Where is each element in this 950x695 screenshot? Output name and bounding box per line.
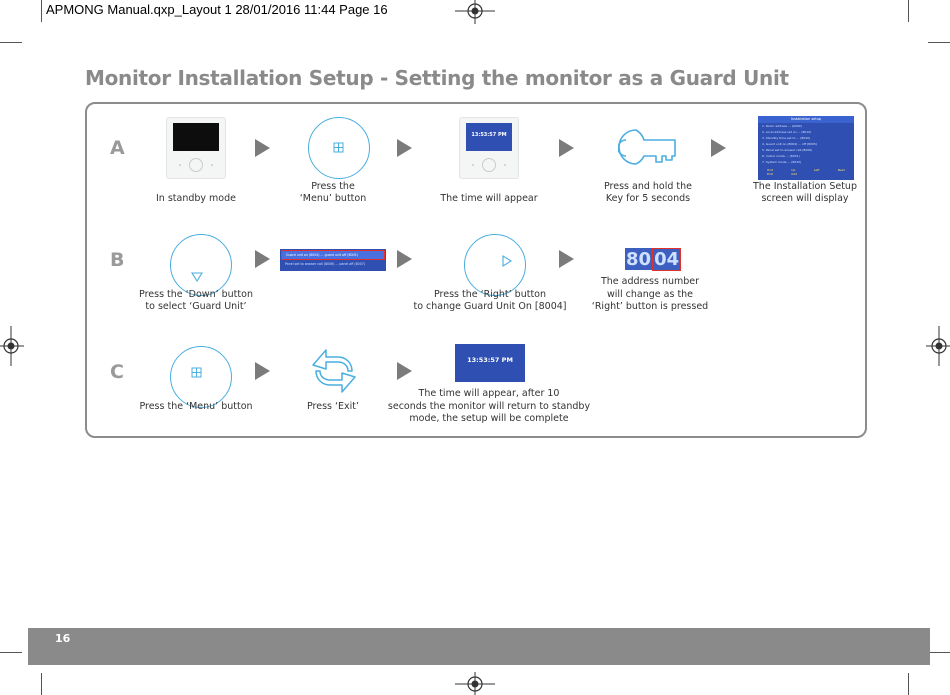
down-button-diagram (170, 234, 232, 296)
registration-mark-icon (455, 672, 495, 695)
setup-footer-key: Next (837, 168, 845, 172)
caption-hold-key-l1: Press and hold the (603, 181, 693, 192)
setup-item: 7. System mode ... (8032) (762, 160, 802, 164)
step-arrow-icon (255, 362, 270, 380)
menu-line-text: Guard unit on (8004) ... guard unit off … (286, 253, 358, 257)
time-screen: 13:53:57 PM (455, 344, 525, 382)
setup-screen-title: Installation setup (758, 116, 854, 123)
caption-time-appear: The time will appear (440, 193, 538, 204)
guard-unit-menu-strip: Guard unit on (8004) ... guard unit off … (280, 249, 386, 271)
setup-footer-key: Left (813, 168, 820, 172)
setup-item: 5. Panel set to answer call (8006) (762, 148, 813, 152)
setup-item: 3. Standby time set to ... (8020) (762, 136, 811, 140)
step-arrow-icon (397, 250, 412, 268)
crop-mark (908, 0, 909, 22)
step-arrow-icon (397, 139, 412, 157)
registration-mark-icon (455, 0, 495, 24)
row-label-c: C (110, 361, 124, 383)
caption-setup-display-l1: The Installation Setup (753, 181, 857, 192)
setup-item: 6. Indoor mode ... (8031) (762, 154, 800, 158)
menu-grid-icon (191, 367, 202, 378)
setup-item: 4. Guard unit on (8004) ... off (8005) (762, 142, 817, 146)
crop-mark (41, 0, 42, 22)
instruction-panel (85, 102, 867, 438)
caption-press-exit: Press ‘Exit’ (306, 401, 360, 412)
registration-mark-icon (0, 326, 24, 366)
caption-press-right-l1: Press the ‘Right’ button (433, 289, 547, 300)
setup-footer-key: Exit (767, 172, 773, 176)
caption-complete-l2: seconds the monitor will return to stand… (387, 401, 591, 412)
right-button-diagram (464, 234, 526, 296)
print-slug: APMONG Manual.qxp_Layout 1 28/01/2016 11… (46, 2, 388, 17)
row-label-b: B (110, 249, 125, 271)
page-title: Monitor Installation Setup - Setting the… (85, 66, 789, 90)
caption-press-right-l2: to change Guard Unit On [8004] (413, 301, 567, 312)
row-label-a: A (110, 137, 125, 159)
down-triangle-icon (191, 272, 203, 283)
caption-address-l1: The address number (600, 276, 700, 287)
crop-mark (928, 42, 950, 43)
monitor-time-image: 13:53:57 PM (459, 117, 519, 179)
menu-button-diagram (170, 346, 232, 408)
setup-item: 2. Local address set on ... (8010) (762, 130, 812, 134)
crop-mark (0, 652, 22, 653)
caption-address-l2: will change as the (606, 289, 694, 300)
time-display: 13:53:57 PM (467, 356, 513, 364)
setup-footer-key: Exit (767, 168, 773, 172)
caption-press-menu-l2: ‘Menu’ button (299, 193, 367, 204)
caption-press-menu-l1: Press the (311, 181, 355, 192)
address-suffix-highlighted: 04 (652, 247, 682, 271)
caption-press-menu: Press the ‘Menu’ button (139, 401, 253, 412)
footer-bar (28, 628, 930, 665)
caption-standby: In standby mode (155, 193, 237, 204)
menu-line-selected: Guard unit on (8004) ... guard unit off … (281, 250, 385, 260)
address-number-display: 80 04 (625, 247, 682, 271)
caption-press-down-l2: to select ‘Guard Unit’ (145, 301, 247, 312)
monitor-standby-image (166, 117, 226, 179)
right-triangle-icon (502, 255, 513, 267)
key-icon (618, 129, 676, 165)
menu-line-text: Panel set to answer call (8006) ... pane… (285, 262, 366, 266)
setup-footer-key: Add (791, 172, 797, 176)
step-arrow-icon (559, 139, 574, 157)
installation-setup-screen: Installation setup 1. Room address ... (… (758, 116, 854, 180)
exit-icon (312, 349, 356, 393)
step-arrow-icon (397, 362, 412, 380)
caption-hold-key-l2: Key for 5 seconds (605, 193, 691, 204)
step-arrow-icon (255, 139, 270, 157)
step-arrow-icon (559, 250, 574, 268)
time-display: 13:53:57 PM (471, 132, 507, 138)
crop-mark (908, 673, 909, 695)
caption-press-down-l1: Press the ‘Down’ button (139, 289, 253, 300)
crop-mark (0, 42, 22, 43)
setup-item: 1. Room address ... (0000) (762, 124, 802, 128)
setup-footer-key: Up (791, 168, 796, 172)
crop-mark (41, 673, 42, 695)
caption-complete-l1: The time will appear, after 10 (418, 388, 560, 399)
menu-button-diagram (308, 117, 370, 179)
step-arrow-icon (255, 250, 270, 268)
menu-grid-icon (333, 142, 344, 153)
step-arrow-icon (711, 139, 726, 157)
caption-address-l3: ‘Right’ button is pressed (591, 301, 709, 312)
address-prefix: 80 (626, 248, 652, 270)
caption-setup-display-l2: screen will display (761, 193, 849, 204)
caption-complete-l3: mode, the setup will be complete (409, 413, 569, 424)
registration-mark-icon (926, 326, 950, 366)
page-number: 16 (55, 632, 71, 645)
crop-mark (928, 652, 950, 653)
